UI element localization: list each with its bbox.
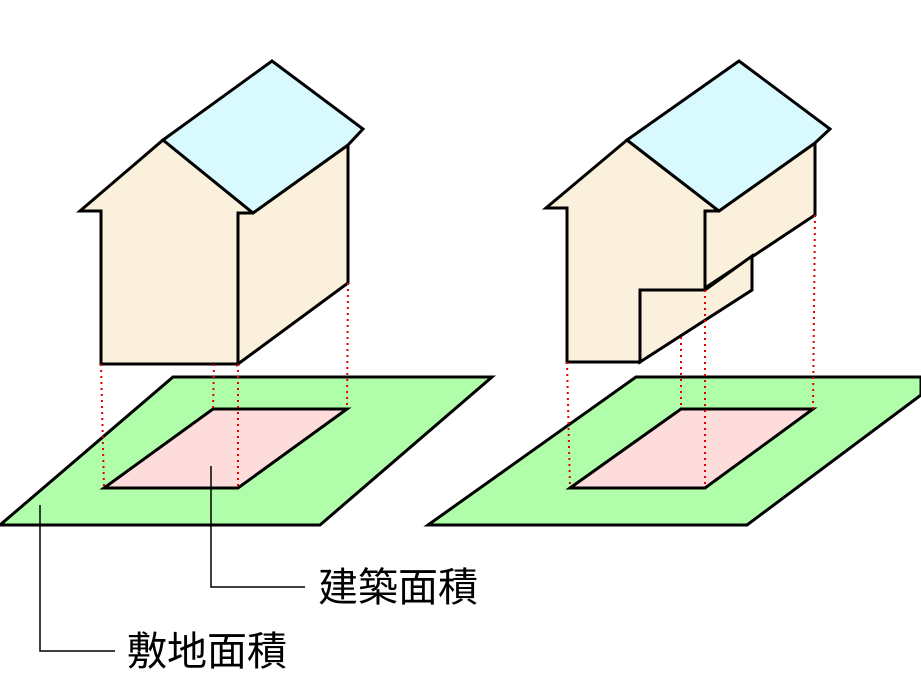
left-projection-lines <box>100 282 349 489</box>
right-house-roof <box>624 59 833 213</box>
site-area-label: 敷地面積 <box>127 629 287 675</box>
right-projection-lines <box>566 214 816 489</box>
site-area-leader-line <box>39 505 115 652</box>
right-house-group <box>423 59 921 527</box>
building-area-leader-line <box>210 466 305 588</box>
left-house-group: 建築面積 敷地面積 <box>0 59 497 675</box>
right-building-footprint <box>565 407 818 490</box>
right-house-lower-side-wall <box>638 253 754 365</box>
left-house-roof <box>160 59 366 215</box>
left-house-side-wall <box>236 142 350 367</box>
building-area-label: 建築面積 <box>318 565 478 611</box>
left-building-footprint <box>99 407 352 490</box>
